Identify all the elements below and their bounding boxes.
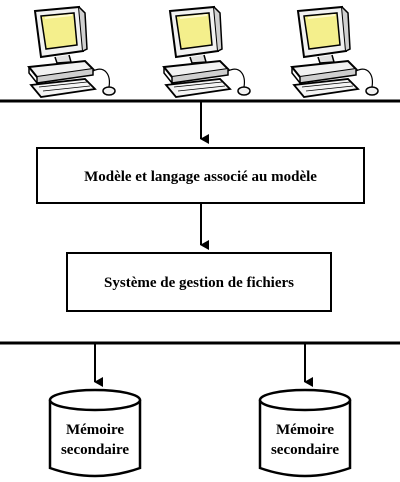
secondary-storage-2: Mémoire secondaire (258, 388, 352, 478)
storage-1-line1: Mémoire (66, 422, 124, 438)
file-system-label: Système de gestion de fichiers (104, 275, 294, 291)
computer-icon (28, 6, 116, 98)
storage-2-line1: Mémoire (276, 422, 334, 438)
storage-1-line2: secondaire (61, 442, 129, 458)
computer-icon (163, 6, 251, 98)
storage-2-line2: secondaire (271, 442, 339, 458)
model-language-label: Modèle et langage associé au modèle (84, 169, 317, 185)
secondary-storage-1: Mémoire secondaire (48, 388, 142, 478)
computer-icon (291, 6, 379, 98)
file-system-box (66, 252, 332, 312)
model-language-box (36, 147, 365, 204)
